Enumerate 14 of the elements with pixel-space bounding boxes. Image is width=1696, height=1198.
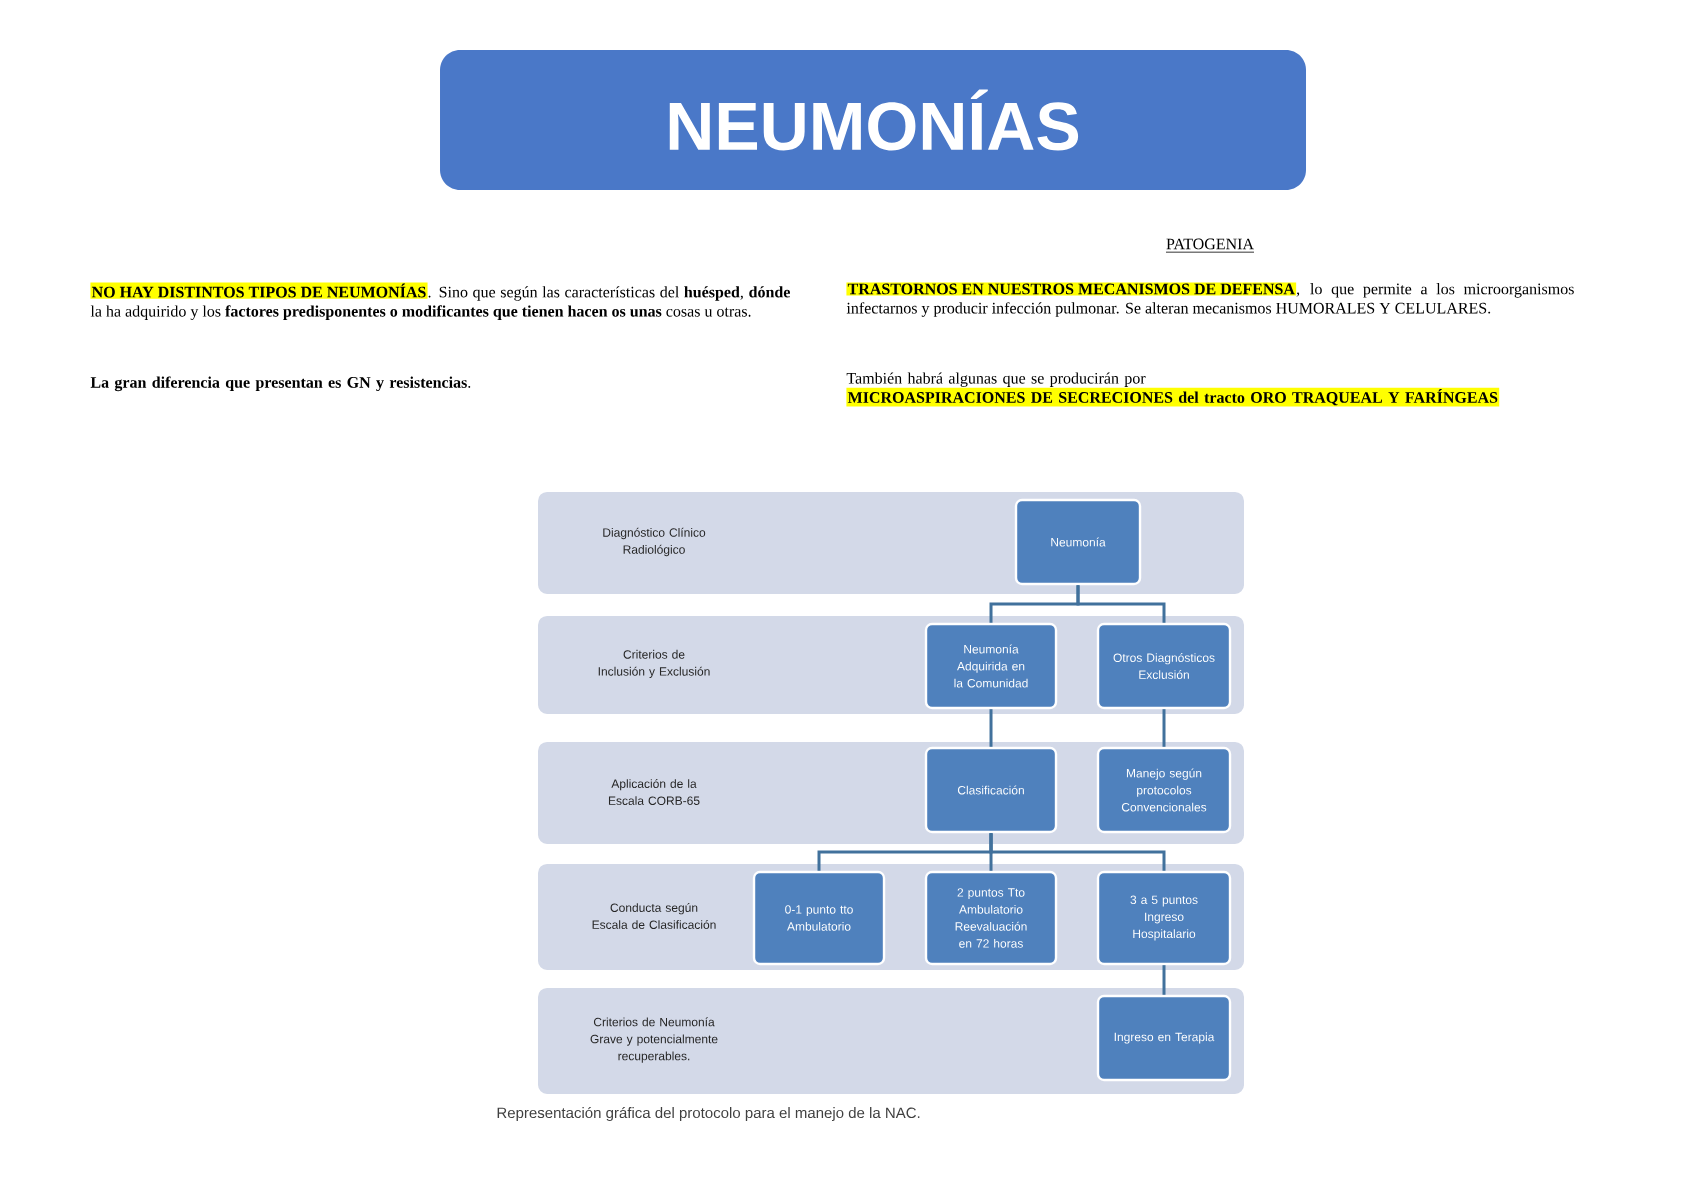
paragraph: NO HAY DISTINTOS TIPOS DE NEUMONÍAS . Sino que según las características del huésped, dónde la ha adquirido y los factores predisponentes o modificantes que tienen hacen os unas cosas u otras. [90,282,790,320]
label: NO HAY DISTINTOS TIPOS DE NEUMONÍAS [91,283,426,298]
title-banner: NEUMONÍAS [440,50,1306,190]
paragraph: TRASTORNOS EN NUESTROS MECANISMOS DE DEFENSA, lo que permite a los microorganismos infectarnos y producir infección pulmonar. Se alteran mecanismos HUMORALES Y CELULARES. [846,282,1574,317]
label: . Sino que según las características del huésped, dónde [428,286,790,301]
connector-line [989,833,1166,871]
connector-line [989,709,993,747]
paragraph: La gran diferencia que presentan es GN y resistencias. [90,376,471,392]
label: la ha adquirido y los factores predisponentes o modificantes que tienen hacen os unas cosas u otras. [90,305,751,320]
connector-line [1076,585,1166,623]
paragraph: También habrá algunas que se producirán por MICROASPIRACIONES DE SECRECIONES del tracto ORO TRAQUEAL Y FARÍNGEAS [846,372,1500,407]
connector-line [1162,965,1166,995]
section-heading: PATOGENIA [1165,238,1255,253]
connector-line [1162,709,1166,747]
